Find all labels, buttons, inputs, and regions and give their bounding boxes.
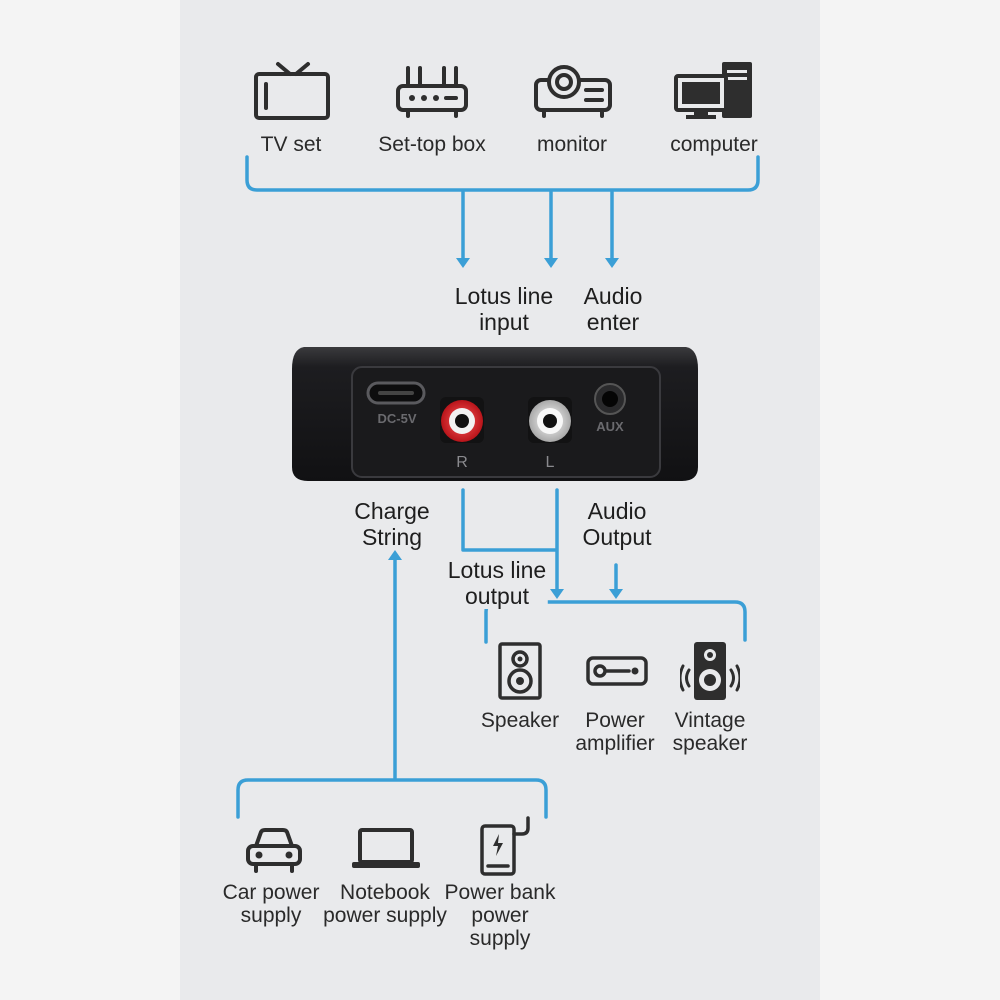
audio-output-line2: Output	[582, 524, 652, 550]
notebook-power-line2: power supply	[323, 904, 447, 927]
lotus-output-label: Lotus line output	[445, 557, 549, 609]
powerbank-label: Power bank power supply	[445, 881, 556, 950]
tv-label: TV set	[260, 133, 322, 156]
vintage-speaker-label: Vintage speaker	[673, 709, 748, 755]
r-label: R	[456, 454, 468, 471]
charge-string-label: Charge String	[354, 498, 429, 550]
power-amplifier-label: Power amplifier	[575, 709, 654, 755]
arrowhead	[456, 258, 470, 268]
charge-string-line1: Charge	[354, 498, 430, 524]
arrowhead	[388, 550, 402, 560]
bluetooth-receiver-device	[292, 347, 698, 481]
arrowhead	[605, 258, 619, 268]
audio-enter-label: Audio enter	[584, 283, 643, 335]
laptop-icon	[352, 828, 420, 868]
charge-string-line2: String	[361, 524, 423, 550]
lotus-output-line2: output	[465, 583, 529, 609]
aux-label: AUX	[596, 419, 624, 434]
car-icon	[246, 828, 302, 873]
speaker-icon	[498, 642, 542, 700]
vintage-speaker-icon	[680, 642, 740, 700]
monitor-label: monitor	[536, 133, 608, 156]
router-icon	[396, 66, 468, 118]
power-bracket	[236, 778, 548, 819]
powerbank-line2: power	[471, 904, 529, 927]
computer-label: computer	[670, 133, 758, 156]
speaker-label: Speaker	[480, 709, 560, 732]
audio-output-line1: Audio	[587, 498, 647, 524]
powerbank-line1: Power bank	[444, 881, 556, 904]
dc-label: DC-5V	[377, 411, 417, 426]
arrowhead	[609, 589, 623, 599]
tv-icon	[254, 62, 330, 120]
notebook-power-line1: Notebook	[340, 881, 430, 904]
power-amplifier-icon	[586, 656, 648, 686]
power-amplifier-line1: Power	[585, 709, 645, 732]
car-power-line2: supply	[240, 904, 302, 927]
power-amplifier-line2: amplifier	[575, 732, 655, 755]
notebook-power-label: Notebook power supply	[323, 881, 447, 927]
car-power-line1: Car power	[222, 881, 320, 904]
vintage-speaker-line2: speaker	[672, 732, 748, 755]
source-bracket	[245, 155, 760, 192]
arrowhead	[550, 589, 564, 599]
lotus-input-line1: Lotus line	[454, 283, 554, 309]
l-label: L	[545, 454, 555, 471]
lotus-output-line1: Lotus line	[447, 557, 547, 583]
audio-enter-line1: Audio	[583, 283, 643, 309]
computer-icon	[674, 62, 752, 119]
audio-enter-line2: enter	[586, 309, 640, 335]
arrowhead	[544, 258, 558, 268]
car-power-label: Car power supply	[223, 881, 320, 927]
power-bank-icon	[480, 816, 530, 876]
lotus-output-r-line	[461, 488, 557, 552]
projector-icon	[534, 65, 612, 118]
audio-output-label: Audio Output	[582, 498, 651, 550]
vintage-speaker-line1: Vintage	[674, 709, 746, 732]
settop-label: Set-top box	[378, 133, 486, 156]
lotus-input-label: Lotus line input	[455, 283, 553, 335]
powerbank-line3: supply	[469, 927, 531, 950]
lotus-input-line2: input	[479, 309, 529, 335]
